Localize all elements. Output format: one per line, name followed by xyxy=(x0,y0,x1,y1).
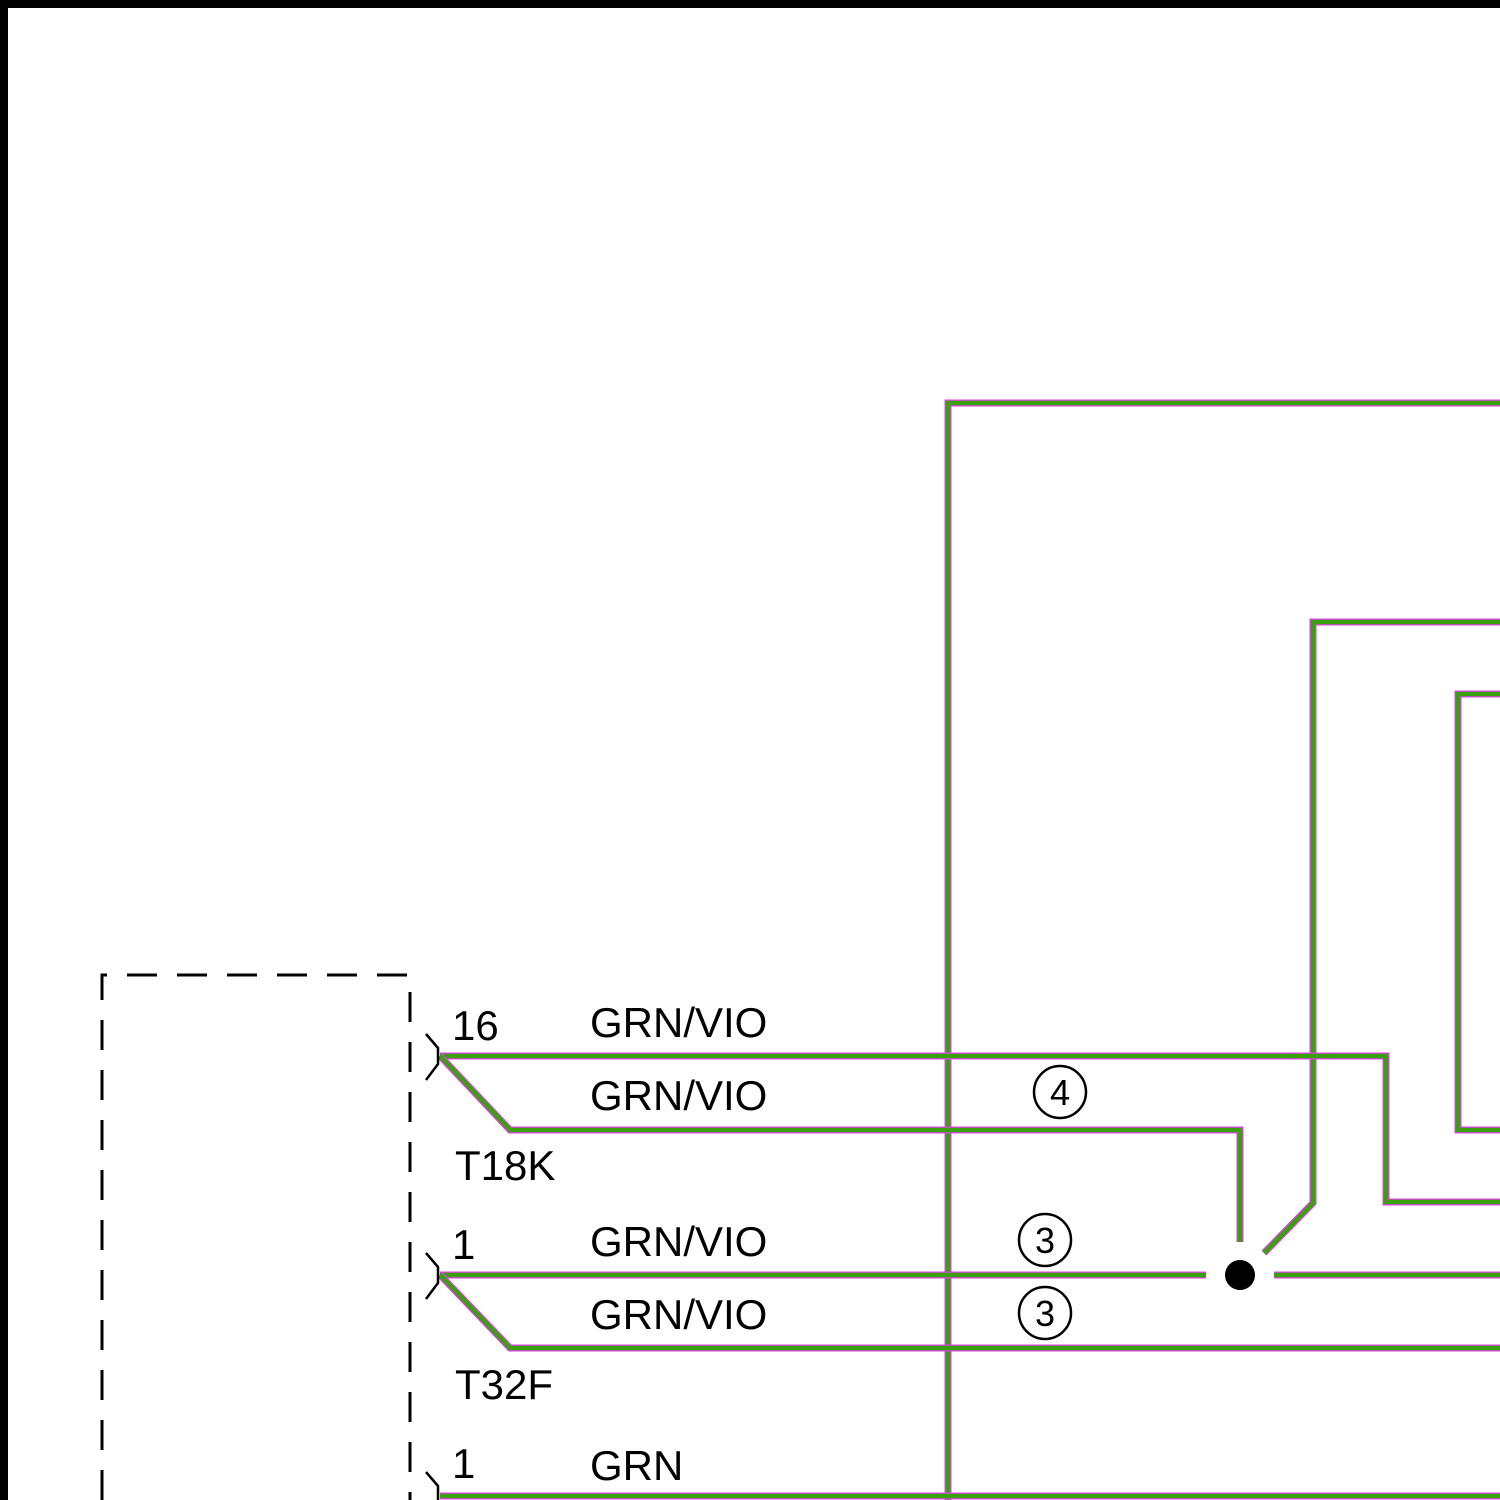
wire-color-label: GRN xyxy=(590,1442,683,1489)
wire-color-label: GRN/VIO xyxy=(590,999,767,1046)
wire-splice-loop xyxy=(1264,622,1500,1253)
pin-number-t32f: 1 xyxy=(452,1221,475,1268)
wire-t18k-16-branch xyxy=(440,1056,1240,1242)
connector-pin-icon xyxy=(426,1472,438,1500)
connector-name-t32f: T32F xyxy=(455,1361,553,1408)
pin-number-lower: 1 xyxy=(452,1440,475,1487)
connector-pin-icon xyxy=(426,1034,438,1080)
pin-number-t18k: 16 xyxy=(452,1002,499,1049)
wire-color-label: GRN/VIO xyxy=(590,1218,767,1265)
wire-inner-loop xyxy=(1458,694,1500,1130)
splice-point-icon xyxy=(1225,1260,1255,1290)
component-enclosure xyxy=(102,975,410,1500)
callout-4: 4 xyxy=(1034,1066,1086,1118)
wire-color-label: GRN/VIO xyxy=(590,1072,767,1119)
connector-pin-icon xyxy=(426,1253,438,1299)
callout-3-lower-number: 3 xyxy=(1035,1293,1055,1334)
callout-3-lower: 3 xyxy=(1019,1287,1071,1339)
callout-3-upper-number: 3 xyxy=(1035,1220,1055,1261)
wire-color-label: GRN/VIO xyxy=(590,1291,767,1338)
connector-name-t18k: T18K xyxy=(455,1142,555,1189)
callout-3-upper: 3 xyxy=(1019,1214,1071,1266)
callout-4-number: 4 xyxy=(1050,1072,1070,1113)
